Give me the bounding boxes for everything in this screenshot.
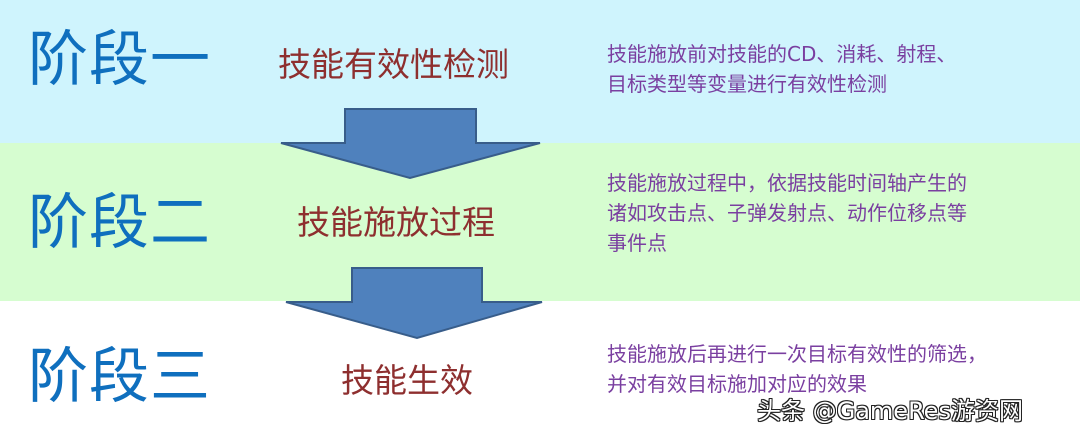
stage-2-title: 阶段二 [28, 188, 211, 258]
stage-2-description: 技能施放过程中，依据技能时间轴产生的 诸如攻击点、子弹发射点、动作位移点等 事件… [607, 171, 967, 255]
watermark: 头条 @GameRes游资网 [757, 397, 1023, 425]
stage-1-band [0, 0, 1080, 143]
down-arrow-icon [285, 267, 543, 340]
stage-3-band [0, 301, 1080, 439]
stage-3-name: 技能生效 [341, 361, 473, 400]
stage-2-name: 技能施放过程 [297, 203, 495, 242]
stage-1-description: 技能施放前对技能的CD、消耗、射程、 目标类型等变量进行有效性检测 [607, 42, 957, 96]
stage-2-band [0, 143, 1080, 301]
down-arrow-icon [280, 108, 541, 180]
stage-3-title: 阶段三 [28, 342, 211, 412]
stage-3-description: 技能施放后再进行一次目标有效性的筛选， 并对有效目标施加对应的效果 [607, 342, 987, 396]
stage-1-title: 阶段一 [28, 25, 211, 95]
stage-1-name: 技能有效性检测 [278, 45, 509, 84]
